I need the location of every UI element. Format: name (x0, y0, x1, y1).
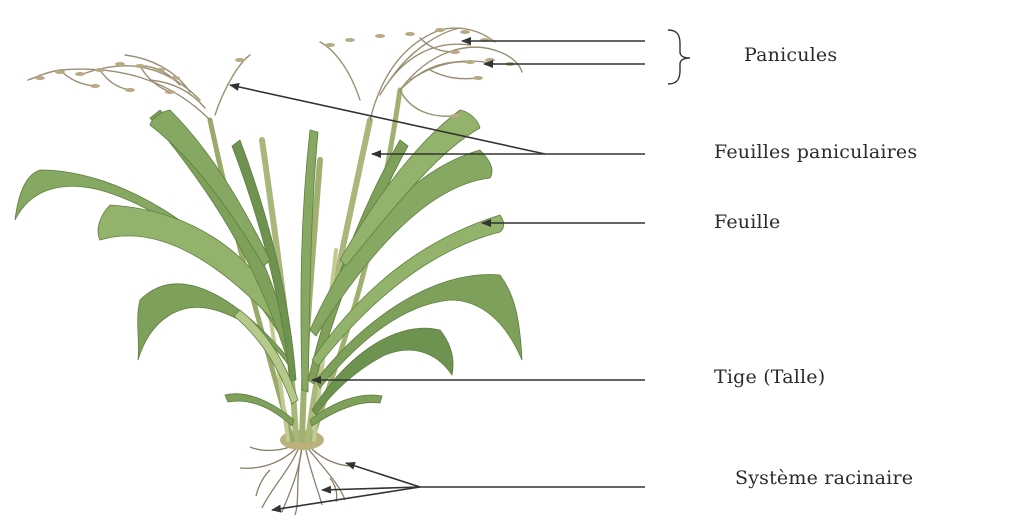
panicles-drawing (28, 28, 522, 120)
label-panicules: Panicules (744, 44, 837, 66)
rice-plant-illustration (15, 28, 522, 515)
label-systeme-racinaire: Système racinaire (735, 467, 913, 489)
leaves-drawing (15, 110, 522, 426)
label-feuilles-paniculaires: Feuilles paniculaires (714, 141, 917, 163)
label-tige: Tige (Talle) (714, 366, 825, 388)
pointer-systeme-racinaire-3 (272, 487, 420, 510)
panicle-grains (35, 28, 515, 118)
label-feuille: Feuille (714, 211, 781, 233)
panicules-brace (668, 30, 690, 84)
pointer-systeme-racinaire-1 (346, 463, 420, 487)
pointer-feuilles-paniculaires-diag (230, 85, 545, 154)
root-system-drawing (240, 444, 350, 515)
